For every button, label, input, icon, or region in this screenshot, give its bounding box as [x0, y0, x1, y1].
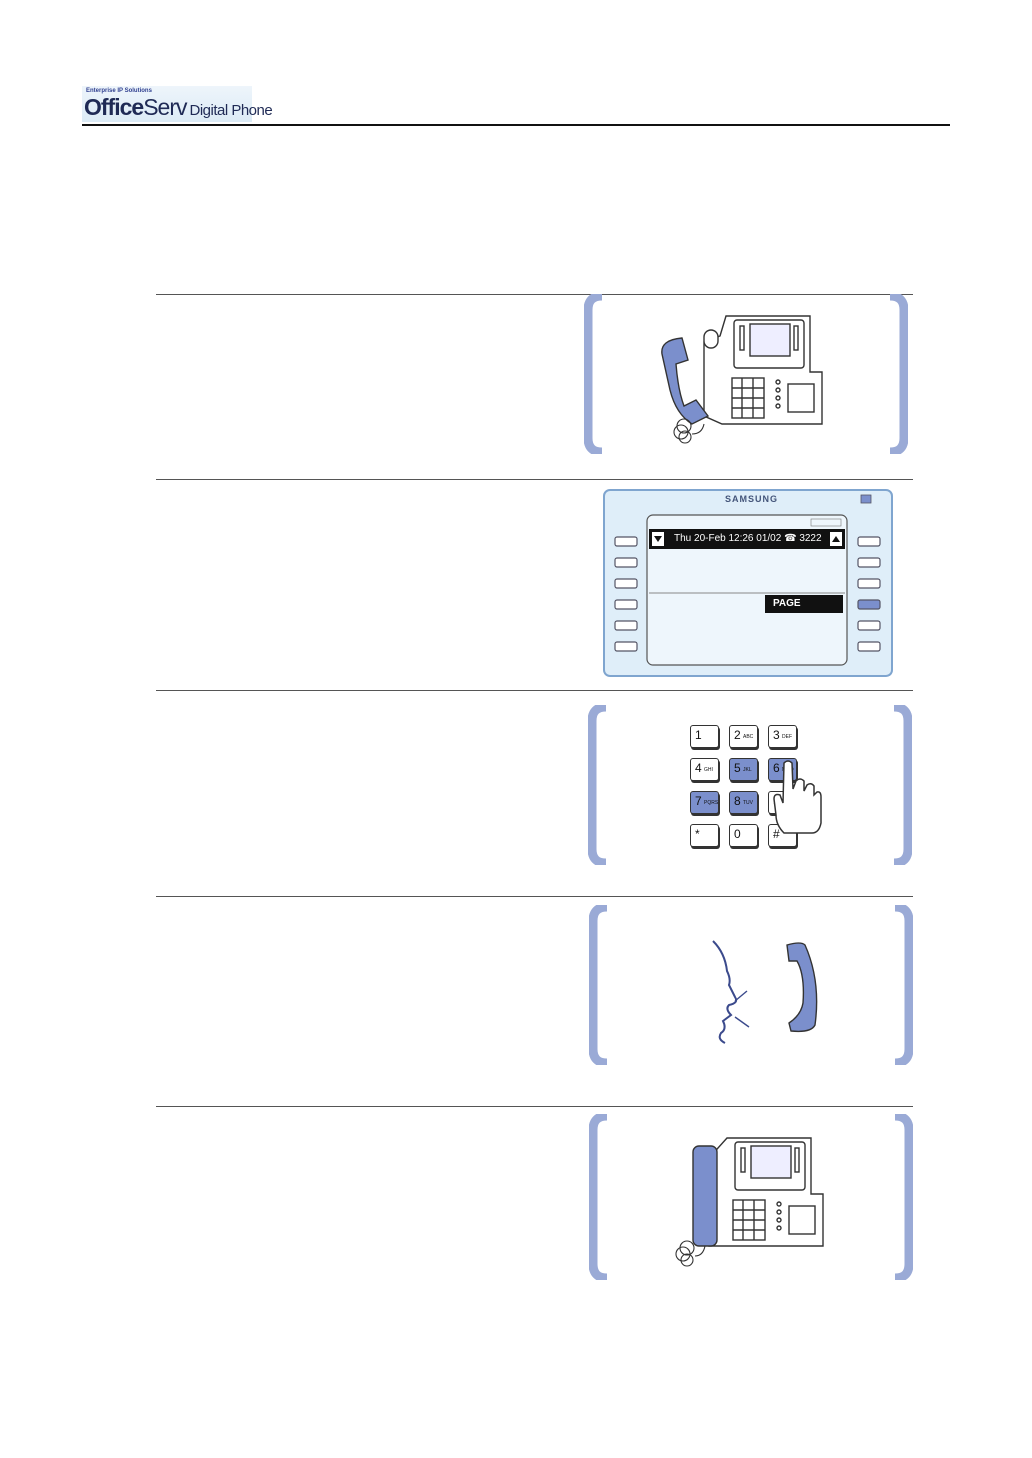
step-divider — [156, 690, 913, 691]
keypad-key-letters: DEF — [782, 734, 792, 740]
keypad-key-0[interactable]: 0 — [729, 824, 758, 847]
keypad-key-hash[interactable]: # — [768, 824, 797, 847]
cord-icon — [673, 418, 705, 444]
lcd-illustration: SAMSUNG Thu 20-Feb 12:26 01/02 ☎ 3222 PA… — [603, 489, 893, 677]
speak-illustration — [589, 905, 913, 1065]
keypad-key-number: 2 — [734, 728, 741, 742]
lift-handset-illustration — [584, 294, 908, 454]
lcd-status-line: Thu 20-Feb 12:26 01/02 ☎ 3222 — [674, 533, 822, 544]
handset-icon — [661, 337, 710, 425]
step-3 — [156, 690, 913, 870]
step-2 — [156, 479, 913, 679]
step-4 — [156, 896, 913, 1076]
keypad-key-number: 3 — [773, 728, 780, 742]
keypad-key-number: 7 — [695, 794, 702, 808]
keypad-key-number: 4 — [695, 761, 702, 775]
step-divider — [156, 896, 913, 897]
keypad-key-letters: TUV — [743, 800, 753, 806]
keypad-key-letters: ABC — [743, 734, 754, 740]
keypad-key-number: 1 — [695, 728, 702, 742]
logo-product-name: Digital Phone — [189, 102, 273, 119]
step-5 — [156, 1106, 913, 1286]
page-softkey-label: PAGE — [773, 598, 801, 609]
keypad-key-letters: GHI — [704, 767, 713, 773]
logo-tagline: Enterprise IP Solutions — [86, 88, 152, 94]
step-divider — [156, 294, 913, 295]
cord-icon — [675, 1240, 706, 1267]
keypad-key-letters: JKL — [743, 767, 752, 773]
keypad-key-letters: MNO — [782, 767, 794, 773]
keypad-key-letters: WXYZ — [782, 800, 797, 806]
keypad-key-letters: PQRS — [704, 800, 719, 806]
keypad-key-number: # — [773, 827, 780, 841]
desk-phone-icon — [708, 1137, 824, 1247]
step-divider — [156, 479, 913, 480]
desk-phone-icon — [703, 315, 823, 425]
step-divider — [156, 1106, 913, 1107]
keypad-key-number: 0 — [734, 827, 741, 841]
handset-icon — [692, 1145, 718, 1247]
keypad-key-number: * — [695, 827, 700, 841]
hang-up-illustration — [589, 1114, 913, 1280]
step-1 — [156, 294, 913, 454]
right-softkeys — [857, 535, 881, 655]
left-softkeys — [614, 535, 638, 655]
face-profile-icon — [712, 940, 738, 1044]
keypad-key-star[interactable]: * — [690, 824, 719, 847]
header-divider — [82, 124, 950, 126]
keypad-key-number: 6 — [773, 761, 780, 775]
logo-brand-office: Office — [84, 94, 144, 120]
keypad-key-number: 5 — [734, 761, 741, 775]
handset-icon — [786, 942, 818, 1033]
keypad-key-number: 9 — [773, 794, 780, 808]
logo-brand-serv: Serv — [143, 94, 187, 120]
lcd-brand-label: SAMSUNG — [725, 494, 779, 504]
keypad-key-1[interactable]: 1 — [690, 725, 719, 748]
keypad-key-number: 8 — [734, 794, 741, 808]
